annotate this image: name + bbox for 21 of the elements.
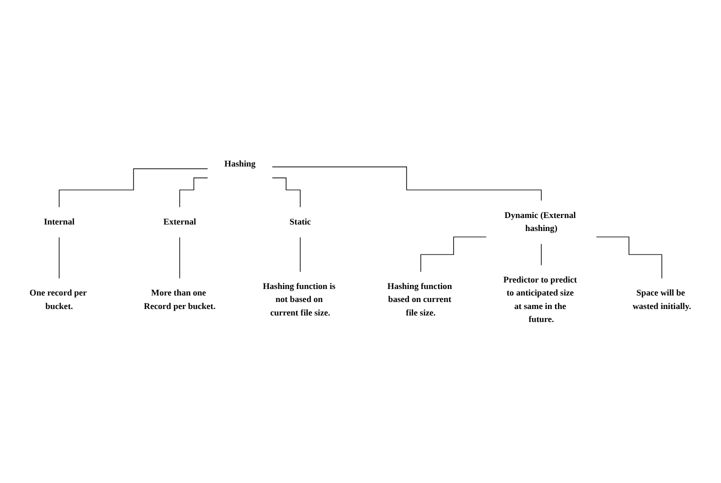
node-text: Internal: [44, 216, 75, 226]
connector: [540, 242, 542, 266]
connector: [179, 177, 208, 208]
connector: [58, 168, 208, 208]
connector: [272, 177, 301, 208]
connector: [272, 166, 542, 201]
node-text: Hashing function is not based on current file size.: [262, 281, 336, 318]
connector: [58, 236, 60, 279]
node-text: Hashing function based on current file size.: [387, 281, 452, 318]
connector: [300, 236, 301, 272]
node-text: One record per bucket.: [30, 288, 87, 311]
node-text: Dynamic (External hashing): [504, 210, 576, 233]
node-text: Hashing: [224, 158, 256, 168]
connector: [179, 236, 180, 279]
node-text: External: [163, 216, 196, 226]
node-text: Space will be wasted initially.: [632, 288, 692, 311]
connector: [596, 236, 662, 279]
connector: [420, 236, 487, 272]
node-text: More than one Record per bucket.: [144, 288, 216, 311]
node-text: Predictor to predict to anticipated size at same in the future.: [503, 274, 577, 324]
node-text: Static: [290, 216, 311, 226]
